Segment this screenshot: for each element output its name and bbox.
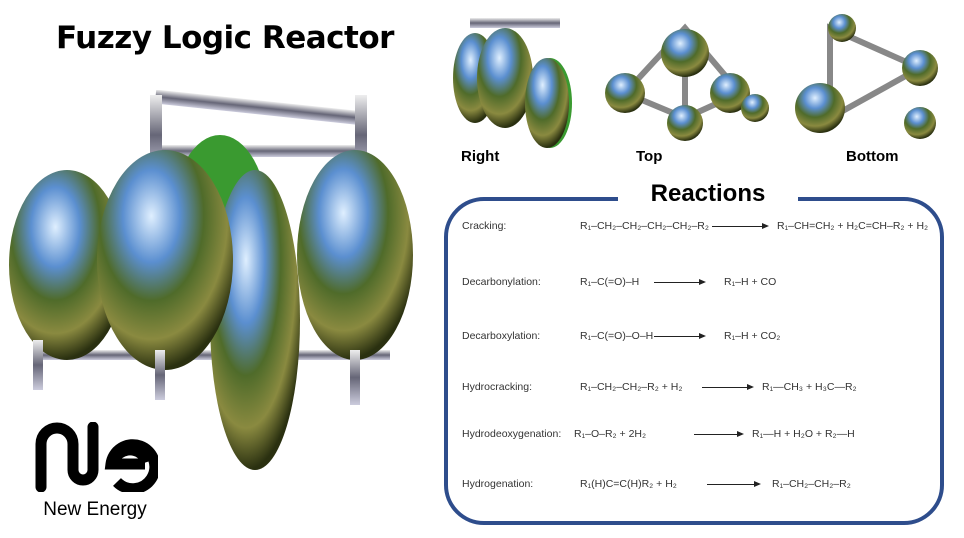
reaction-reactants: R₁–CH₂–CH₂–CH₂–CH₂–R₂ bbox=[580, 220, 709, 232]
reactions-title: Reactions bbox=[618, 180, 798, 208]
reactor-render-image bbox=[9, 90, 413, 470]
reaction-products: R₁—CH₃ + H₃C—R₂ bbox=[762, 381, 857, 393]
page-title: Fuzzy Logic Reactor bbox=[56, 20, 394, 56]
brand-name: New Energy bbox=[43, 499, 147, 520]
reaction-reactants: R₁–CH₂–CH₂–R₂ + H₂ bbox=[580, 381, 683, 393]
reaction-reactants: R₁–O–R₂ + 2H₂ bbox=[574, 428, 647, 440]
reaction-products: R₁–H + CO bbox=[724, 276, 777, 288]
reaction-name: Hydrogenation: bbox=[462, 478, 534, 490]
view-bottom bbox=[790, 8, 950, 153]
reaction-hydrodeoxygenation: Hydrodeoxygenation: R₁–O–R₂ + 2H₂ R₁—H +… bbox=[462, 420, 932, 450]
reaction-products: R₁–CH=CH₂ + H₂C=CH–R₂ + H₂ bbox=[777, 220, 929, 232]
reaction-reactants: R₁–C(=O)–H bbox=[580, 276, 640, 288]
reactor-right-view-image bbox=[453, 18, 572, 148]
reaction-name: Decarbonylation: bbox=[462, 276, 541, 288]
view-label-bottom: Bottom bbox=[846, 148, 899, 165]
reaction-cracking: Cracking: R₁–CH₂–CH₂–CH₂–CH₂–R₂ R₁–CH=CH… bbox=[462, 212, 932, 242]
view-label-right: Right bbox=[461, 148, 500, 165]
reaction-name: Cracking: bbox=[462, 220, 507, 232]
reaction-decarbonylation: Decarbonylation: R₁–C(=O)–H R₁–H + CO bbox=[462, 268, 932, 298]
view-top bbox=[600, 8, 770, 153]
reaction-name: Hydrodeoxygenation: bbox=[462, 428, 562, 440]
reaction-arrow-icon bbox=[654, 333, 706, 339]
reaction-products: R₁–H + CO₂ bbox=[724, 330, 781, 342]
reactor-bottom-view-image bbox=[795, 14, 938, 139]
reaction-hydrocracking: Hydrocracking: R₁–CH₂–CH₂–R₂ + H₂ R₁—CH₃… bbox=[462, 373, 932, 403]
reaction-products: R₁–CH₂–CH₂–R₂ bbox=[772, 478, 851, 490]
reaction-reactants: R₁–C(=O)–O–H bbox=[580, 330, 654, 342]
view-right bbox=[450, 8, 580, 153]
reaction-decarboxylation: Decarboxylation: R₁–C(=O)–O–H R₁–H + CO₂ bbox=[462, 322, 932, 352]
reaction-arrow-icon bbox=[712, 223, 769, 229]
reaction-arrow-icon bbox=[694, 431, 744, 437]
view-label-top: Top bbox=[636, 148, 663, 165]
new-energy-logo bbox=[35, 422, 158, 492]
reaction-arrow-icon bbox=[654, 279, 706, 285]
reaction-name: Hydrocracking: bbox=[462, 381, 533, 393]
reaction-name: Decarboxylation: bbox=[462, 330, 541, 342]
reaction-arrow-icon bbox=[707, 481, 761, 487]
reaction-arrow-icon bbox=[702, 384, 754, 390]
reaction-reactants: R₁(H)C=C(H)R₂ + H₂ bbox=[580, 478, 677, 490]
reaction-products: R₁—H + H₂O + R₂—H bbox=[752, 428, 855, 440]
reaction-hydrogenation: Hydrogenation: R₁(H)C=C(H)R₂ + H₂ R₁–CH₂… bbox=[462, 470, 932, 500]
reactor-top-view-image bbox=[605, 23, 769, 141]
